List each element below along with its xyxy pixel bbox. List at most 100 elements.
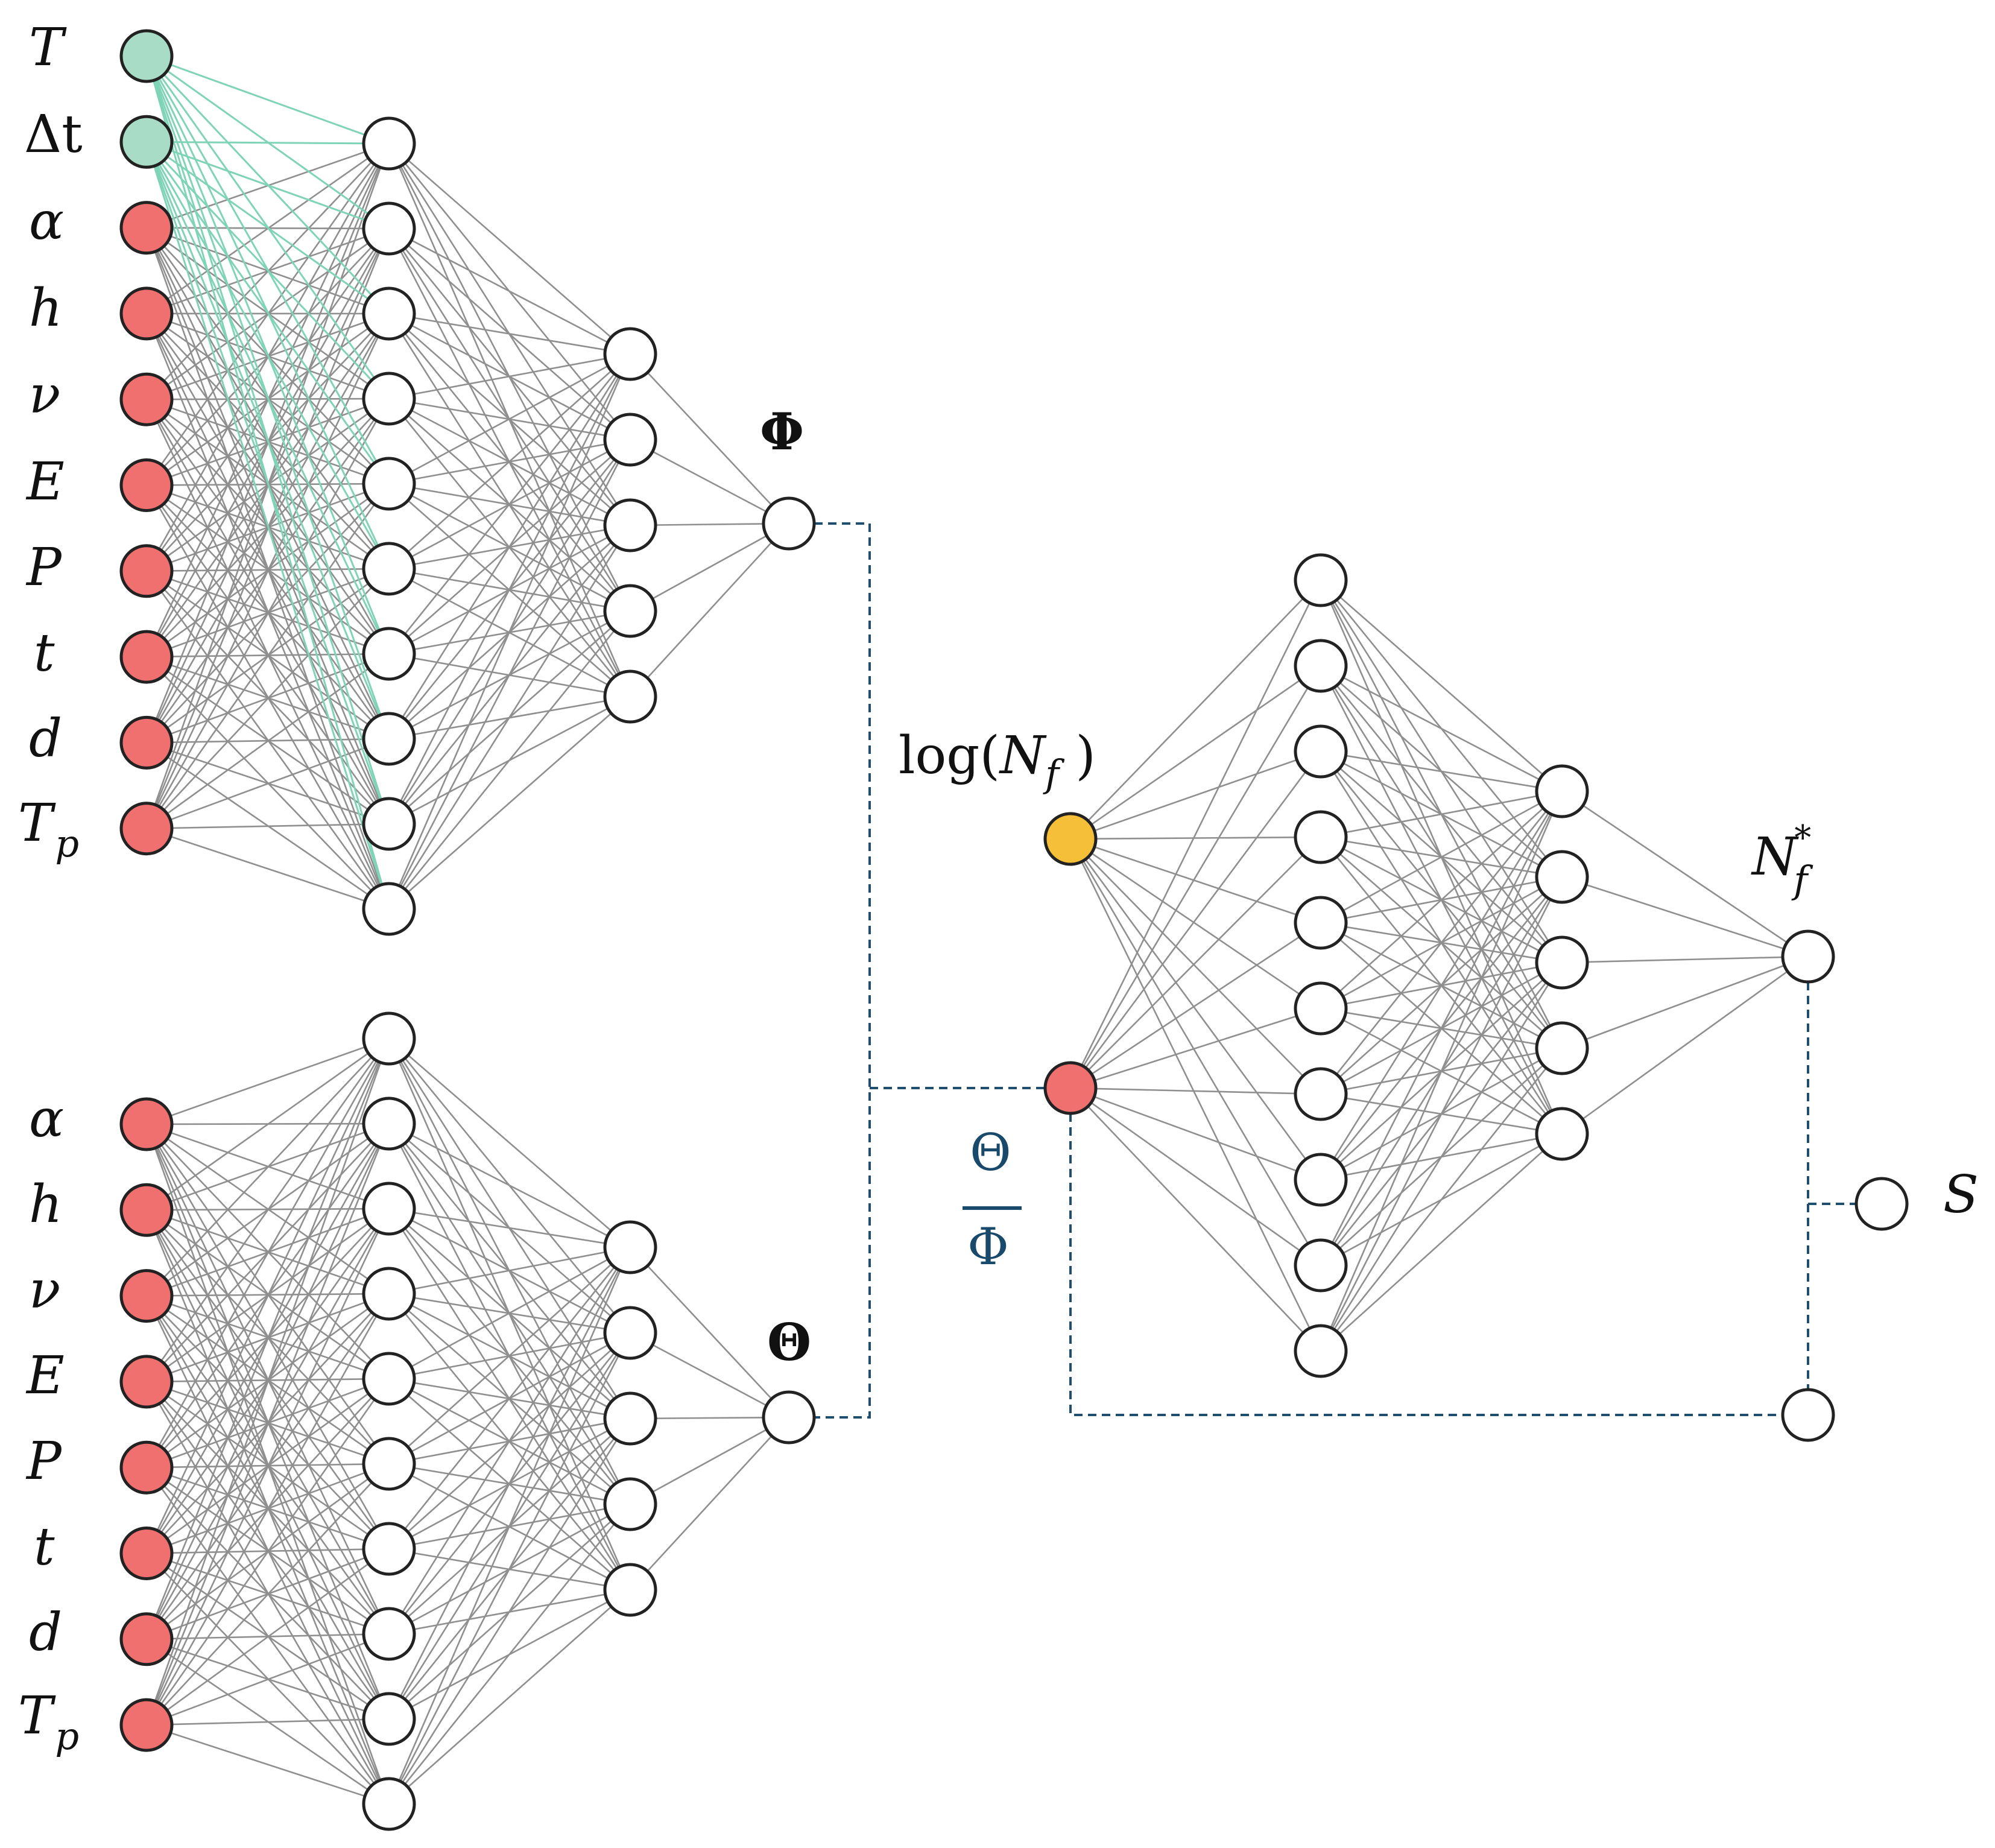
right-input-edge xyxy=(1070,1087,1321,1095)
bottom-input-label-d: d xyxy=(29,1603,62,1663)
top-hidden1-node xyxy=(362,627,416,681)
right-input-edge xyxy=(1070,1007,1321,1089)
top-input-edge xyxy=(146,738,390,829)
bottom-input-edge xyxy=(146,1724,390,1805)
top-hidden-edge xyxy=(388,610,631,910)
s-output-label: S xyxy=(1943,1165,1979,1225)
phi-output-label: Φ xyxy=(760,402,804,461)
dashed-links xyxy=(814,522,1856,1419)
bottom-input-edge xyxy=(146,1037,390,1125)
bottom-hidden2-node xyxy=(603,1477,657,1531)
right-hidden1-node xyxy=(1294,981,1348,1036)
top-output-edge xyxy=(630,522,789,612)
temperature-edge xyxy=(145,141,390,654)
right-output-edge xyxy=(1561,790,1809,958)
bottom-input-node xyxy=(119,1183,174,1237)
top-hidden-edge xyxy=(388,143,631,355)
bottom-input-node xyxy=(119,1612,174,1666)
right-output-edge xyxy=(1561,955,1809,964)
top-hidden1-node xyxy=(362,712,416,766)
right-output-edge xyxy=(1561,955,1809,1049)
top-input-edge xyxy=(145,143,390,829)
top-hidden2-node xyxy=(603,327,657,381)
top-input-label-h: h xyxy=(29,278,62,338)
right-hidden1-node xyxy=(1294,553,1348,607)
top-output-edge xyxy=(630,438,789,525)
right-input-edge xyxy=(1070,837,1321,1089)
bottom-hidden1-node xyxy=(362,1352,416,1406)
bottom-input-label-t: t xyxy=(34,1517,55,1577)
right-hidden1-node xyxy=(1294,1324,1348,1378)
right-hidden1-node xyxy=(1294,1238,1348,1293)
ratio-label: Θ Φ xyxy=(963,1123,1022,1276)
top-input-node xyxy=(119,544,174,598)
bottom-input-label-alpha: α xyxy=(29,1089,64,1149)
bottom-input-edge xyxy=(146,1463,390,1726)
bottom-input-labels: α h ν E P t d Tp xyxy=(18,1089,79,1758)
bottom-input-label-Tp: Tp xyxy=(18,1686,79,1758)
phi-theta-bracket-link xyxy=(814,522,871,1419)
bottom-hidden-edge xyxy=(388,1247,631,1634)
right-hidden-edge xyxy=(1320,791,1563,1180)
bottom-output-edge xyxy=(630,1417,789,1590)
top-hidden2-node xyxy=(603,584,657,638)
right-input-edge xyxy=(1070,1087,1321,1181)
top-input-edge xyxy=(145,228,390,829)
top-input-node xyxy=(119,458,174,512)
top-input-label-nu: ν xyxy=(29,365,60,425)
right-input-edge xyxy=(1069,838,1322,1180)
bottom-input-edge xyxy=(145,1038,390,1726)
right-hidden2-node xyxy=(1535,1107,1589,1161)
top-hidden2-node xyxy=(603,498,657,552)
bottom-input-edge xyxy=(146,1038,390,1297)
temperature-edge xyxy=(145,141,390,910)
bottom-hidden-edge xyxy=(388,1247,631,1549)
top-hidden-edge xyxy=(388,227,631,355)
top-input-label-d: d xyxy=(29,709,62,769)
top-output-edge xyxy=(630,353,789,524)
bottom-hidden-edge xyxy=(388,1246,631,1380)
right-hidden1-node xyxy=(1294,639,1348,693)
top-output-edge xyxy=(630,523,789,697)
top-input-edge xyxy=(146,823,390,829)
top-input-edge xyxy=(146,827,390,910)
bottom-input-edge xyxy=(145,1038,390,1640)
nf-star-output-node xyxy=(1781,929,1835,984)
bottom-hidden1-node xyxy=(362,1096,416,1151)
right-hidden-edge xyxy=(1320,580,1563,792)
ratio-denominator: Φ xyxy=(967,1217,1009,1276)
right-input-edge xyxy=(1070,838,1321,1010)
bottom-hidden2-node xyxy=(603,1563,657,1617)
bottom-output-edge xyxy=(630,1247,789,1418)
bottom-input-edge xyxy=(146,1633,390,1726)
bottom-hidden-edge xyxy=(388,1246,631,1295)
top-hidden1-node xyxy=(362,457,416,511)
temperature-edge xyxy=(146,141,390,315)
bottom-input-edge xyxy=(145,1293,390,1726)
right-input-edge xyxy=(1069,751,1322,1089)
top-hidden1-node xyxy=(362,201,416,256)
top-input-label-E: E xyxy=(25,452,65,512)
ratio-to-aux-link xyxy=(1069,1113,1783,1416)
neuron-nodes xyxy=(119,29,1909,1831)
top-input-edge xyxy=(145,398,390,829)
bottom-hidden1-node xyxy=(362,1011,416,1066)
top-input-node xyxy=(119,201,174,255)
ratio-numerator: Θ xyxy=(970,1123,1011,1182)
top-hidden1-node xyxy=(362,542,416,596)
right-hidden-edge xyxy=(1320,876,1563,1352)
right-input-edge xyxy=(1070,665,1321,840)
right-input-edge xyxy=(1070,1087,1321,1352)
log-nf-input-node xyxy=(1043,812,1098,866)
temperature-edge xyxy=(146,55,390,145)
bottom-input-edge xyxy=(146,1037,390,1211)
top-hidden1-node xyxy=(362,116,416,171)
right-hidden-edge xyxy=(1320,1133,1563,1352)
top-input-edge xyxy=(145,143,390,743)
top-input-node xyxy=(119,29,174,83)
right-hidden2-node xyxy=(1535,764,1589,818)
bottom-hidden1-node xyxy=(362,1777,416,1831)
top-input-label-P: P xyxy=(25,537,63,598)
temperature-edge xyxy=(145,141,390,484)
right-input-edge xyxy=(1070,836,1321,840)
